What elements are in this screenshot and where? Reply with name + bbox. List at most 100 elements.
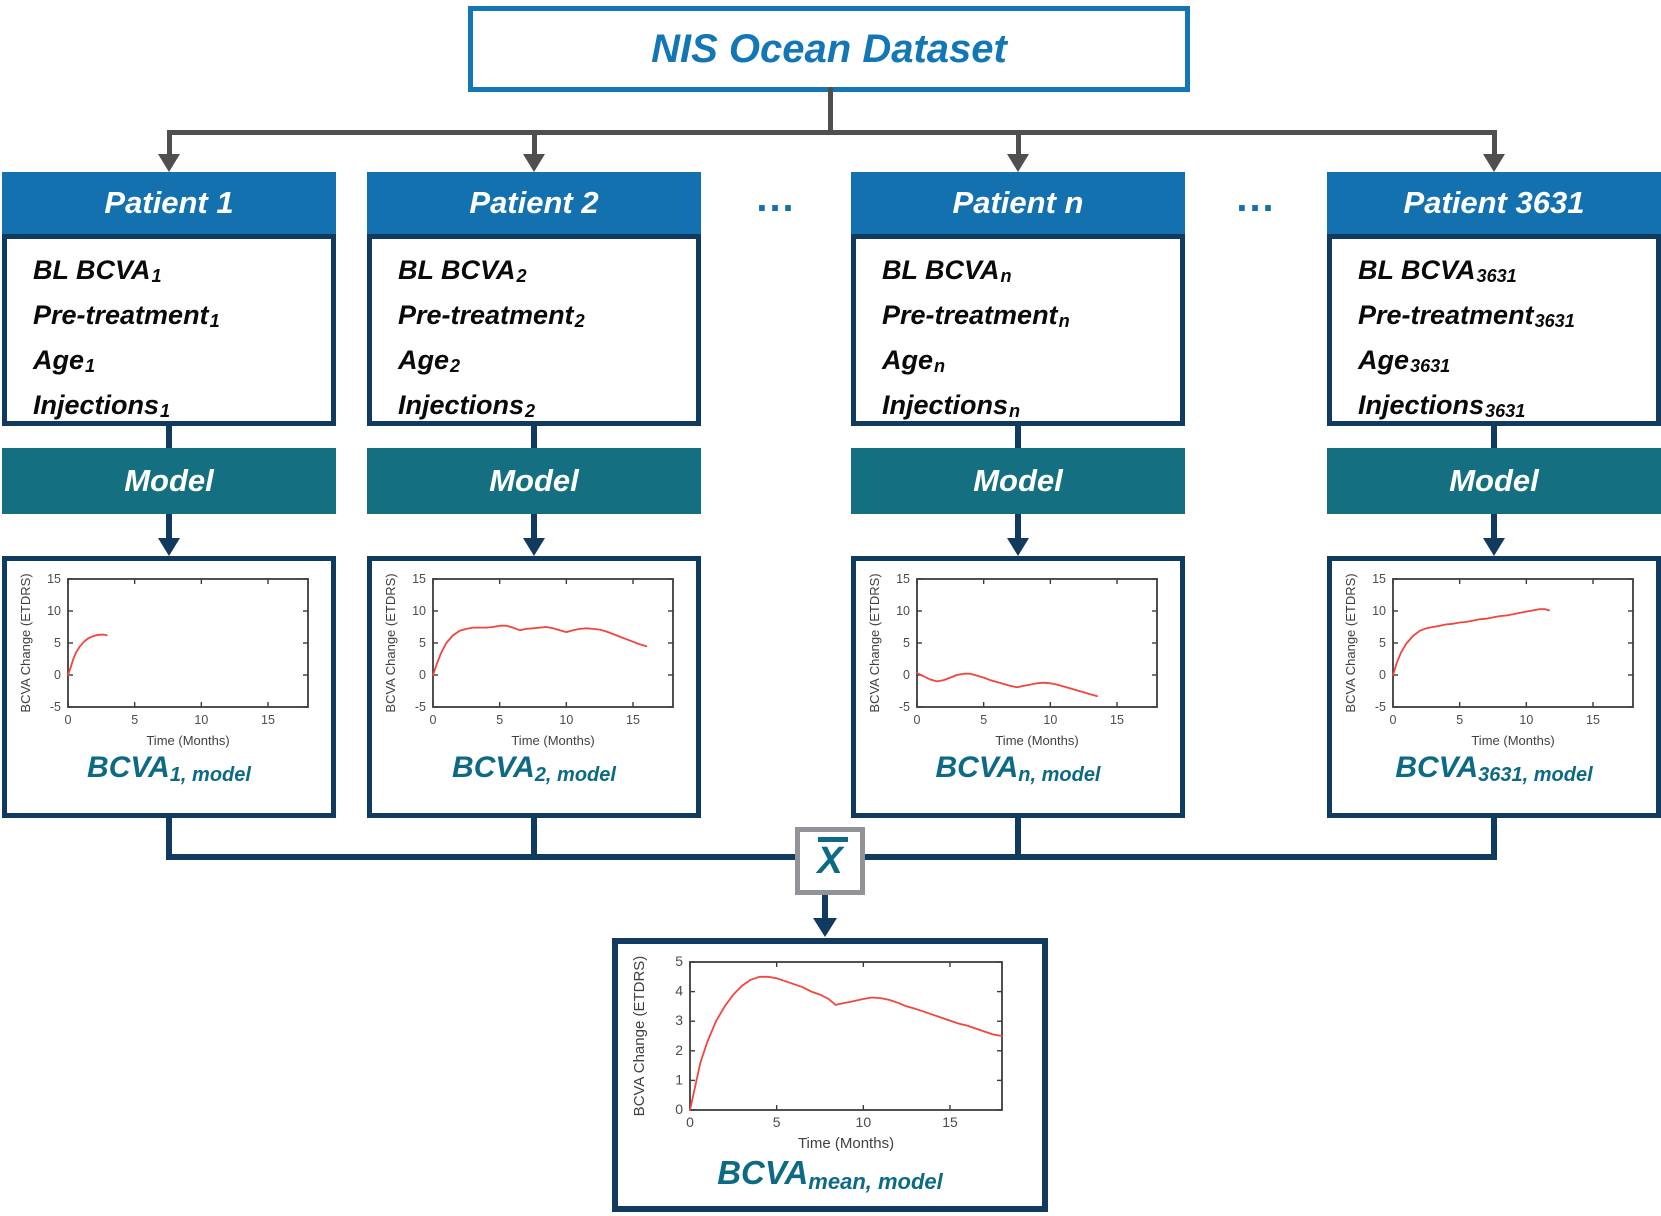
svg-text:10: 10 bbox=[1043, 713, 1057, 727]
attribute-name: Injections bbox=[1358, 390, 1485, 420]
attribute-name: Age bbox=[1358, 345, 1410, 375]
svg-text:2: 2 bbox=[675, 1042, 683, 1058]
patient-attribute-line: Injections1 bbox=[33, 384, 323, 429]
arrow-dataset-to-patient-icon bbox=[158, 130, 180, 172]
arrow-head bbox=[523, 538, 545, 556]
dataset-title-box: NIS Ocean Dataset bbox=[468, 6, 1190, 92]
patient-attribute-line: Injections2 bbox=[398, 384, 688, 429]
attribute-subscript: 3631 bbox=[1410, 356, 1451, 377]
patient-header-label: Patient 1 bbox=[104, 185, 234, 220]
svg-text:5: 5 bbox=[980, 713, 987, 727]
svg-text:5: 5 bbox=[1456, 713, 1463, 727]
connector-chart-to-mean bbox=[1491, 818, 1497, 856]
svg-text:-5: -5 bbox=[50, 700, 61, 714]
bcva-mean-result-subscript: mean, model bbox=[808, 1168, 943, 1194]
arrow-head bbox=[158, 538, 180, 556]
svg-text:0: 0 bbox=[686, 1114, 694, 1130]
arrow-dataset-to-patient-icon bbox=[1007, 130, 1029, 172]
svg-text:Time (Months): Time (Months) bbox=[798, 1135, 894, 1152]
svg-text:10: 10 bbox=[412, 604, 426, 618]
arrow-head bbox=[1007, 538, 1029, 556]
patient-attribute-line: Age2 bbox=[398, 339, 688, 384]
patient-attribute-line: Pre-treatment2 bbox=[398, 294, 688, 339]
svg-text:4: 4 bbox=[675, 983, 683, 999]
model-box: Model bbox=[367, 448, 701, 514]
bcva-result-label: BCVA2, model bbox=[452, 751, 616, 787]
attribute-name: BL BCVA bbox=[1358, 255, 1476, 285]
attribute-name: Age bbox=[398, 345, 450, 375]
arrow-stem bbox=[166, 514, 172, 538]
attribute-subscript: 3631 bbox=[1485, 401, 1526, 422]
attribute-name: BL BCVA bbox=[33, 255, 151, 285]
patient-header: Patient 1 bbox=[2, 172, 336, 234]
patient-attribute-line: Injectionsn bbox=[882, 384, 1172, 429]
model-label: Model bbox=[1449, 463, 1539, 498]
attribute-subscript: 2 bbox=[525, 401, 536, 422]
svg-text:15: 15 bbox=[47, 572, 61, 586]
patient-header: Patient 2 bbox=[367, 172, 701, 234]
arrow-head bbox=[1483, 538, 1505, 556]
attribute-name: BL BCVA bbox=[882, 255, 1000, 285]
svg-text:Time (Months): Time (Months) bbox=[995, 733, 1078, 748]
svg-text:10: 10 bbox=[896, 604, 910, 618]
svg-text:5: 5 bbox=[675, 953, 683, 969]
svg-text:5: 5 bbox=[773, 1114, 781, 1130]
svg-text:0: 0 bbox=[65, 713, 72, 727]
connector-attributes-to-model bbox=[1015, 426, 1021, 448]
attribute-name: Pre-treatment bbox=[33, 300, 209, 330]
svg-text:3: 3 bbox=[675, 1012, 683, 1028]
bcva-mean-result-base: BCVA bbox=[717, 1154, 809, 1191]
arrow-stem bbox=[531, 130, 537, 154]
model-box: Model bbox=[2, 448, 336, 514]
svg-text:Time (Months): Time (Months) bbox=[511, 733, 594, 748]
svg-text:-5: -5 bbox=[1375, 700, 1386, 714]
arrow-dataset-to-patient-icon bbox=[523, 130, 545, 172]
attribute-subscript: 2 bbox=[516, 266, 527, 287]
bcva-result-subscript: 2, model bbox=[534, 764, 616, 787]
patient-header-label: Patient 3631 bbox=[1403, 185, 1585, 220]
svg-text:15: 15 bbox=[1110, 713, 1124, 727]
bcva-result-label: BCVAn, model bbox=[935, 751, 1100, 786]
svg-text:0: 0 bbox=[914, 713, 921, 727]
patient-attribute-line: Age3631 bbox=[1358, 339, 1648, 384]
patient-attribute-line: Age1 bbox=[33, 339, 323, 384]
arrow-stem bbox=[1015, 130, 1021, 154]
svg-text:0: 0 bbox=[675, 1101, 683, 1117]
ellipsis-patients-left: ... bbox=[756, 176, 796, 220]
svg-text:5: 5 bbox=[131, 713, 138, 727]
svg-text:Time (Months): Time (Months) bbox=[1471, 733, 1554, 748]
arrow-mean-to-chart-icon bbox=[813, 892, 837, 937]
attribute-name: Pre-treatment bbox=[1358, 300, 1534, 330]
attribute-subscript: 2 bbox=[450, 356, 461, 377]
svg-text:10: 10 bbox=[1372, 604, 1386, 618]
attribute-subscript: n bbox=[1000, 266, 1012, 287]
attribute-subscript: 2 bbox=[574, 311, 585, 332]
patient-header-label: Patient 2 bbox=[469, 185, 599, 220]
attribute-name: Pre-treatment bbox=[882, 300, 1058, 330]
connector-chart-to-mean bbox=[166, 818, 172, 856]
attribute-subscript: 3631 bbox=[1476, 266, 1517, 287]
patient-attribute-line: Pre-treatment3631 bbox=[1358, 294, 1648, 339]
patient-attribute-line: BL BCVA2 bbox=[398, 249, 688, 294]
bcva-result-subscript: 1, model bbox=[169, 764, 251, 787]
attribute-name: BL BCVA bbox=[398, 255, 516, 285]
arrow-head bbox=[523, 154, 545, 172]
svg-text:0: 0 bbox=[430, 713, 437, 727]
bcva-result-base: BCVA bbox=[935, 751, 1019, 784]
svg-text:BCVA Change (ETDRS): BCVA Change (ETDRS) bbox=[18, 573, 33, 712]
svg-text:15: 15 bbox=[261, 713, 275, 727]
connector-title-branch-line bbox=[167, 130, 1497, 135]
arrow-model-to-chart-icon bbox=[158, 514, 180, 556]
svg-text:BCVA Change (ETDRS): BCVA Change (ETDRS) bbox=[383, 573, 398, 712]
svg-text:5: 5 bbox=[54, 636, 61, 650]
patient-header: Patient 3631 bbox=[1327, 172, 1661, 234]
